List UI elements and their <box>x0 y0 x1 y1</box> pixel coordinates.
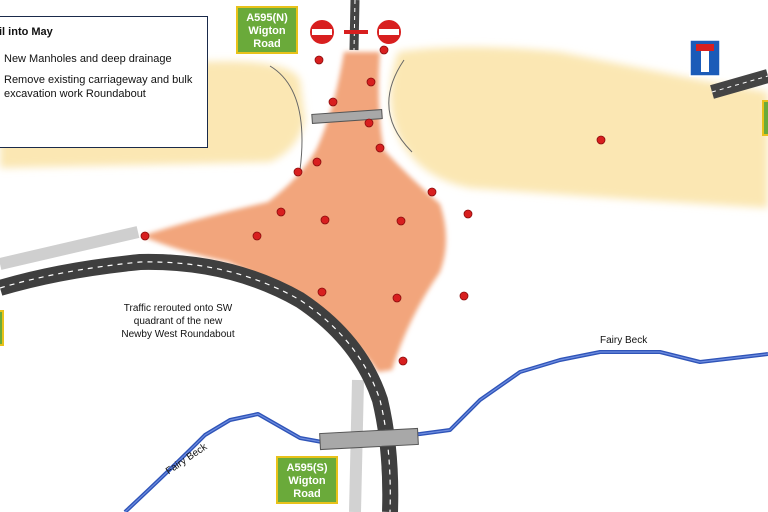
reroute-line-3: Newby West Roundabout <box>121 329 235 340</box>
manhole-marker <box>364 118 374 128</box>
manhole-marker <box>314 55 324 65</box>
bridge-south <box>319 427 419 451</box>
no-entry-sign-icon <box>375 18 403 46</box>
reroute-line-2: quadrant of the new <box>133 316 223 327</box>
guide-curve-west <box>269 65 303 171</box>
reroute-line-1: Traffic rerouted onto SW <box>123 303 233 314</box>
road-label-north-code: A595(N) <box>246 12 288 24</box>
road-label-south: A595(S) Wigton Road <box>276 456 338 504</box>
fairy-beck-river <box>123 350 768 512</box>
road-label-south-line1: Wigton <box>288 475 326 487</box>
fairy-beck-highlight <box>124 351 768 512</box>
culvert-north <box>311 109 383 124</box>
fairy-beck-label-east: Fairy Beck <box>600 335 648 346</box>
manhole-marker <box>459 291 469 301</box>
legend: il into May New Manholes and deep draina… <box>0 16 208 148</box>
manhole-marker <box>312 157 322 167</box>
manhole-markers <box>140 45 606 366</box>
legend-title: il into May <box>0 26 53 38</box>
legend-item-manholes: New Manholes and deep drainage <box>4 53 172 65</box>
road-north-centreline <box>353 0 356 51</box>
manhole-marker <box>396 216 406 226</box>
dead-end-sign-icon <box>689 39 721 77</box>
manhole-marker <box>596 135 606 145</box>
guide-curve-east <box>388 59 413 153</box>
manhole-marker <box>366 77 376 87</box>
road-label-west-edge <box>0 310 4 346</box>
excavation-area-east <box>390 47 768 208</box>
road-label-north-line1: Wigton <box>248 25 286 37</box>
manhole-marker <box>320 215 330 225</box>
legend-item-excavation: Remove existing carriageway and bulk exc… <box>4 74 193 100</box>
manhole-marker <box>252 231 262 241</box>
manhole-marker <box>427 187 437 197</box>
manhole-marker <box>140 231 150 241</box>
no-entry-sign-icon <box>308 18 336 46</box>
road-east-centreline <box>711 75 768 93</box>
road-stub-west <box>0 226 140 270</box>
road-label-north: A595(N) Wigton Road <box>236 6 298 54</box>
road-label-south-code: A595(S) <box>286 462 328 474</box>
works-area <box>142 52 446 372</box>
manhole-marker <box>375 143 385 153</box>
manhole-marker <box>398 356 408 366</box>
manhole-marker <box>293 167 303 177</box>
manhole-marker <box>379 45 389 55</box>
rerouted-road <box>0 253 399 512</box>
road-label-east-edge <box>762 100 768 136</box>
manhole-marker <box>317 287 327 297</box>
road-label-north-line2: Road <box>253 38 281 50</box>
manhole-marker <box>463 209 473 219</box>
manhole-marker <box>276 207 286 217</box>
manhole-marker <box>328 97 338 107</box>
reroute-annotation: Traffic rerouted onto SW quadrant of the… <box>108 302 248 341</box>
road-label-south-line2: Road <box>293 488 321 500</box>
manhole-marker <box>392 293 402 303</box>
